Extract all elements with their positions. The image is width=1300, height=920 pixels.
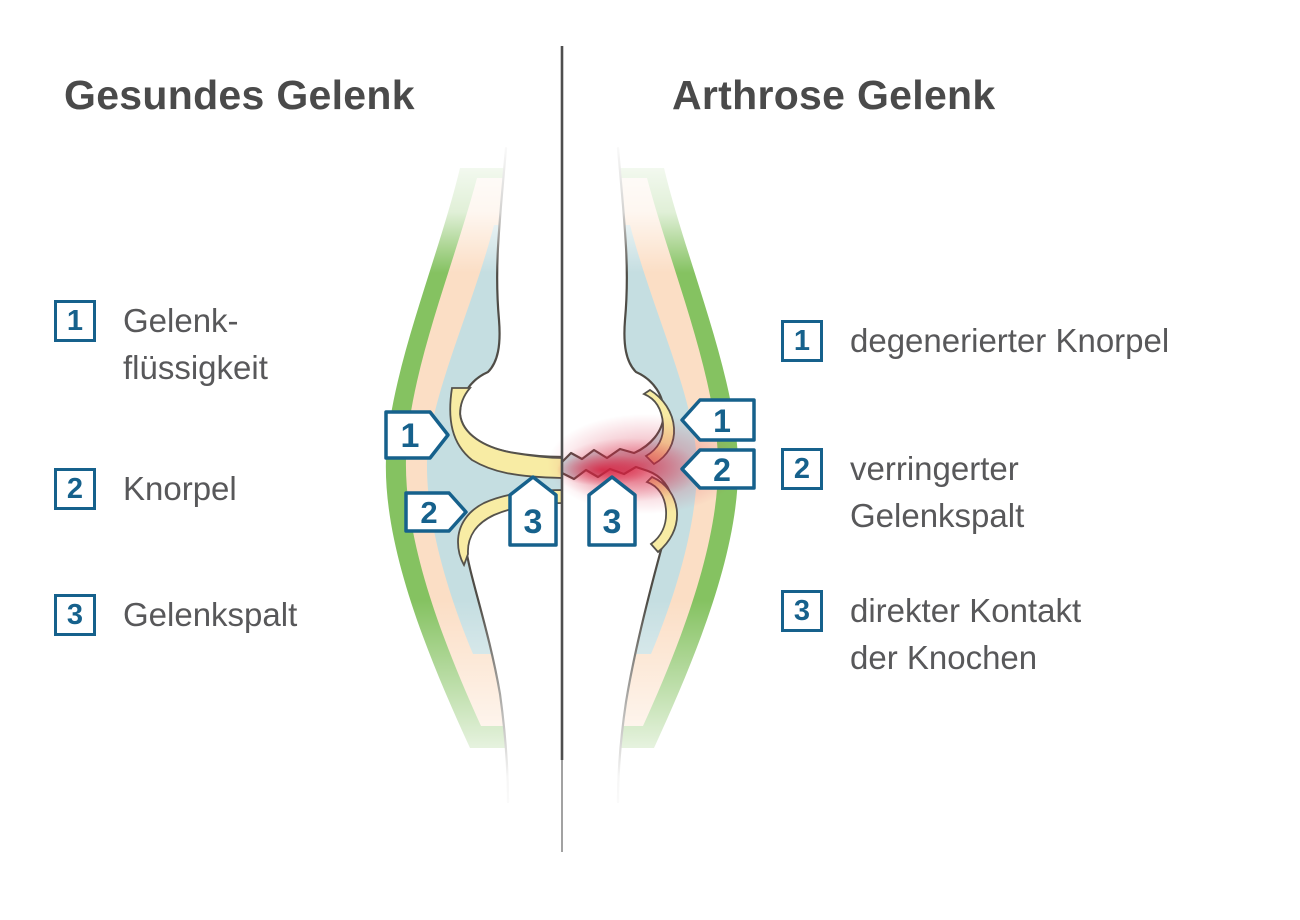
legend-label: degenerierter Knorpel xyxy=(850,322,1170,359)
marker-tag-1-right: 1 xyxy=(680,398,756,442)
marker-number: 1 xyxy=(401,417,420,455)
legend-item-degenerated-cartilage: 1 degenerierter Knorpel xyxy=(781,320,1169,365)
legend-item-bone-contact: 3 direkter Kontakt der Knochen xyxy=(781,590,1081,682)
marker-tag-1-left: 1 xyxy=(384,410,450,460)
legend-label: verringerter Gelenkspalt xyxy=(850,450,1025,534)
marker-number: 3 xyxy=(524,503,543,541)
marker-tag-2-left: 2 xyxy=(404,491,468,533)
legend-number-box: 2 xyxy=(781,448,823,490)
top-fade-overlay xyxy=(360,138,770,273)
legend-label: Gelenk- flüssigkeit xyxy=(123,302,268,386)
marker-tag-3-right: 3 xyxy=(587,475,637,547)
marker-tag-3-left: 3 xyxy=(508,475,558,547)
marker-number: 2 xyxy=(713,452,731,488)
legend-label: Knorpel xyxy=(123,470,237,507)
healthy-joint-title: Gesundes Gelenk xyxy=(64,72,415,118)
marker-tag-2-right: 2 xyxy=(680,448,756,490)
bottom-fade-overlay xyxy=(360,600,770,835)
legend-item-joint-fluid: 1 Gelenk- flüssigkeit xyxy=(54,300,268,392)
legend-number-box: 1 xyxy=(781,320,823,362)
inflammation-glow-core xyxy=(557,454,649,486)
legend-label: direkter Kontakt der Knochen xyxy=(850,592,1082,676)
legend-number-box: 1 xyxy=(54,300,96,342)
marker-number: 3 xyxy=(603,503,622,541)
legend-number-box: 2 xyxy=(54,468,96,510)
marker-number: 2 xyxy=(420,495,437,530)
legend-item-joint-space: 3 Gelenkspalt xyxy=(54,594,297,639)
legend-item-reduced-joint-space: 2 verringerter Gelenkspalt xyxy=(781,448,1024,540)
arthrosis-joint-title: Arthrose Gelenk xyxy=(672,72,996,118)
marker-number: 1 xyxy=(713,403,731,439)
healthy-lower-cartilage xyxy=(457,489,563,568)
legend-number-box: 3 xyxy=(54,594,96,636)
legend-number-box: 3 xyxy=(781,590,823,632)
legend-label: Gelenkspalt xyxy=(123,596,298,633)
legend-item-cartilage: 2 Knorpel xyxy=(54,468,237,513)
